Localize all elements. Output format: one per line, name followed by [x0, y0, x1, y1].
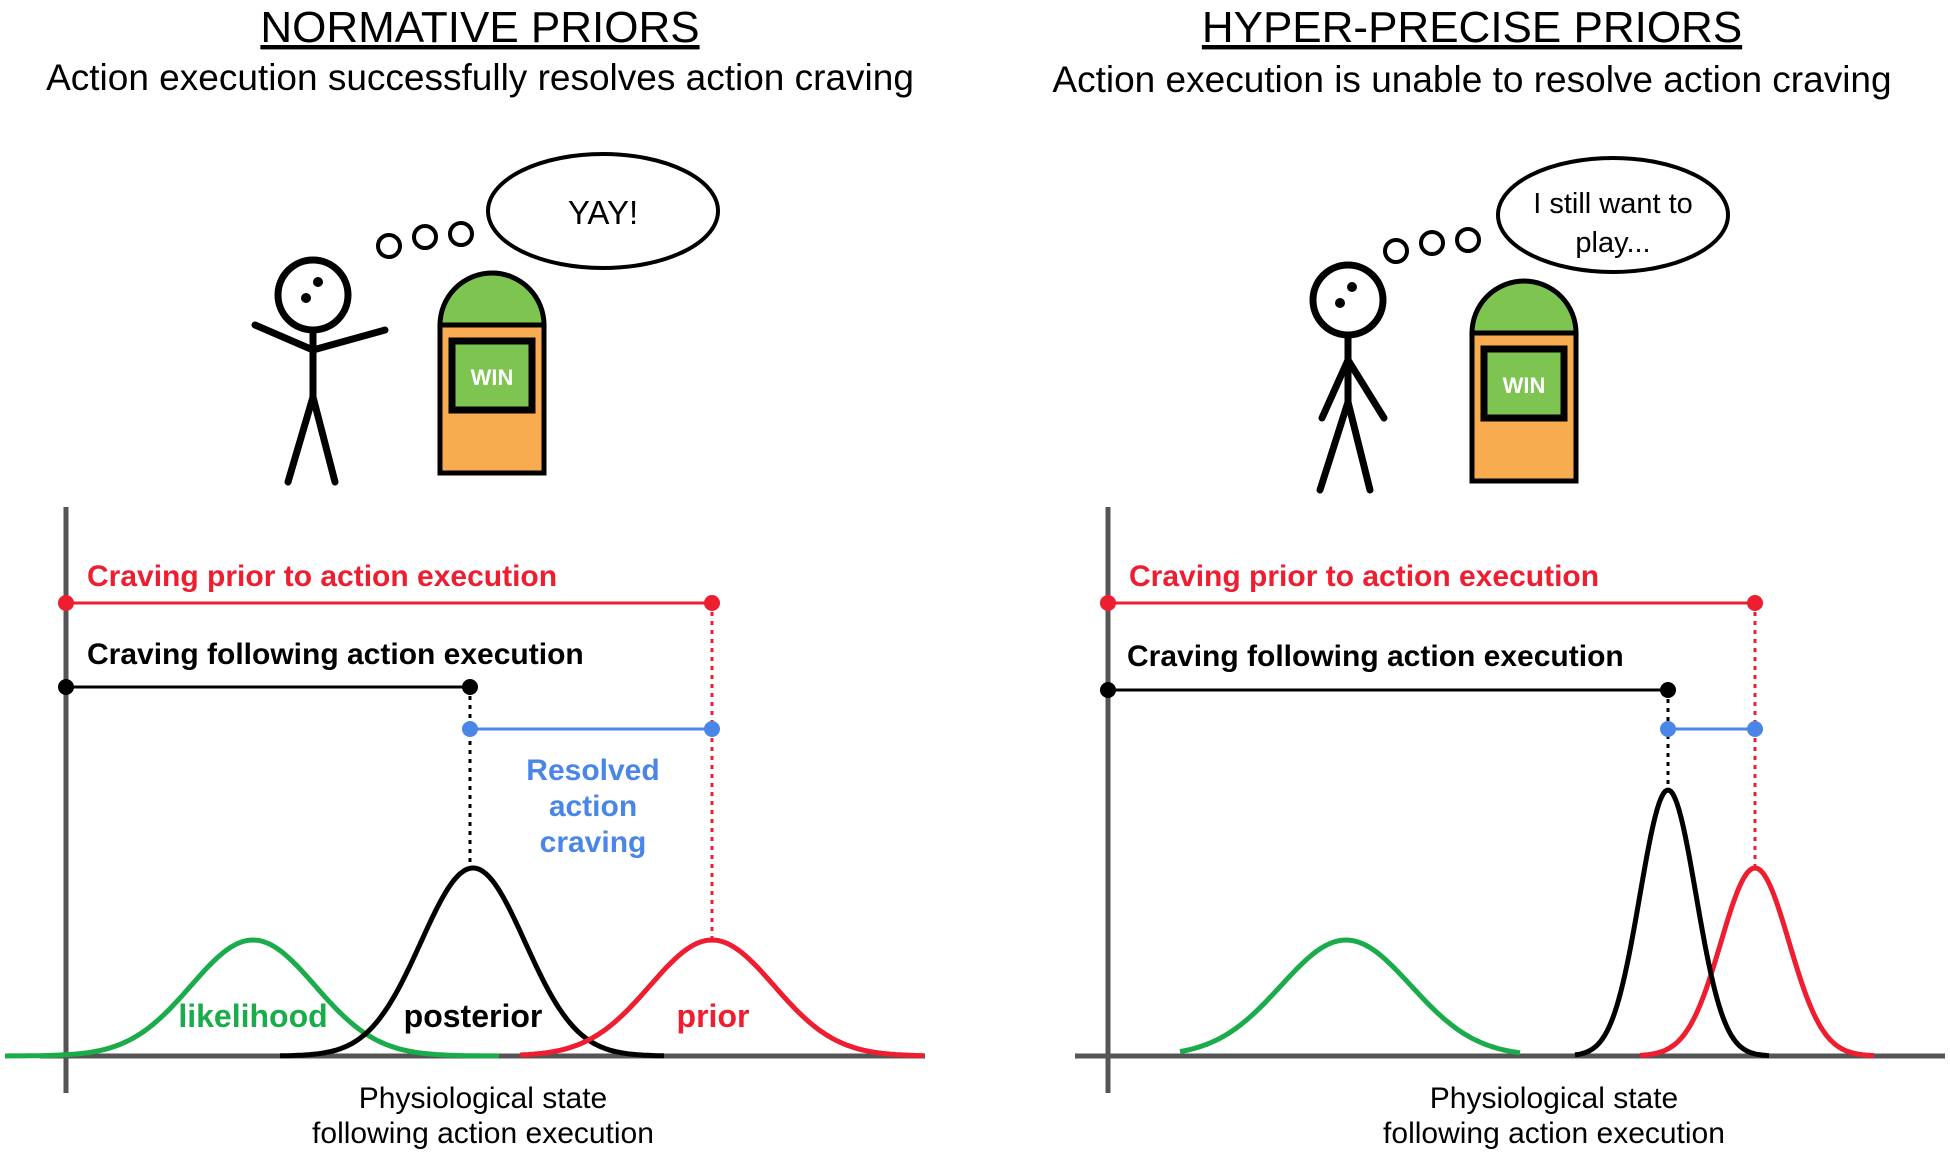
right-craving-prior-label: Craving prior to action execution: [1129, 560, 1599, 593]
left-machine-label: WIN: [471, 365, 514, 390]
left-craving-prior-start: [58, 595, 74, 611]
left-subtitle: Action execution successfully resolves a…: [46, 57, 914, 98]
right-craving-following-start: [1100, 682, 1116, 698]
left-resolved-line-2: action: [549, 790, 637, 823]
right-likelihood-curve: [1179, 937, 1521, 1056]
right-x-axis-label-1: Physiological state: [1430, 1082, 1678, 1115]
left-panel: NORMATIVE PRIORS Action execution succes…: [5, 3, 925, 1150]
left-prior-curve: [519, 937, 925, 1059]
left-posterior-label: posterior: [404, 998, 543, 1034]
right-thought-line-1: I still want to: [1533, 188, 1693, 220]
happy-face-icon: [301, 277, 323, 303]
left-resolved-line-1: Resolved: [526, 754, 659, 787]
left-resolved-end: [704, 721, 720, 737]
right-craving-following-label: Craving following action execution: [1127, 640, 1624, 673]
left-thought-bubble: [376, 152, 720, 270]
left-craving-following-start: [58, 679, 74, 695]
left-x-axis-label-2: following action execution: [312, 1117, 654, 1150]
left-craving-following-label: Craving following action execution: [87, 638, 584, 671]
right-panel: HYPER-PRECISE PRIORS Action execution is…: [1052, 3, 1945, 1150]
left-likelihood-curve: [5, 937, 500, 1059]
right-machine-label: WIN: [1503, 373, 1546, 398]
left-prior-label: prior: [677, 998, 750, 1034]
right-x-axis-label-2: following action execution: [1383, 1117, 1725, 1150]
left-thought-text: YAY!: [568, 194, 638, 231]
right-thought-bubble: [1383, 156, 1730, 274]
right-prior-curve: [1639, 865, 1875, 1059]
left-resolved-start: [462, 721, 478, 737]
left-title: NORMATIVE PRIORS: [260, 3, 699, 52]
right-title: HYPER-PRECISE PRIORS: [1202, 3, 1742, 52]
right-resolved-end: [1747, 721, 1763, 737]
right-resolved-start: [1660, 721, 1676, 737]
right-slot-machine-icon: [1469, 278, 1579, 484]
left-likelihood-label: likelihood: [178, 998, 327, 1034]
right-craving-prior-start: [1100, 595, 1116, 611]
left-resolved-line-3: craving: [540, 826, 647, 859]
left-x-axis-label-1: Physiological state: [359, 1082, 607, 1115]
left-craving-prior-label: Craving prior to action execution: [87, 560, 557, 593]
right-thought-line-2: play...: [1575, 227, 1650, 259]
happy-stick-figure-icon: [251, 256, 389, 486]
sad-stick-figure-icon: [1309, 261, 1388, 494]
sad-face-icon: [1335, 282, 1357, 308]
left-slot-machine-icon: [437, 270, 547, 476]
right-subtitle: Action execution is unable to resolve ac…: [1052, 59, 1891, 100]
right-posterior-curve: [1574, 787, 1770, 1059]
left-posterior-curve: [280, 865, 665, 1059]
